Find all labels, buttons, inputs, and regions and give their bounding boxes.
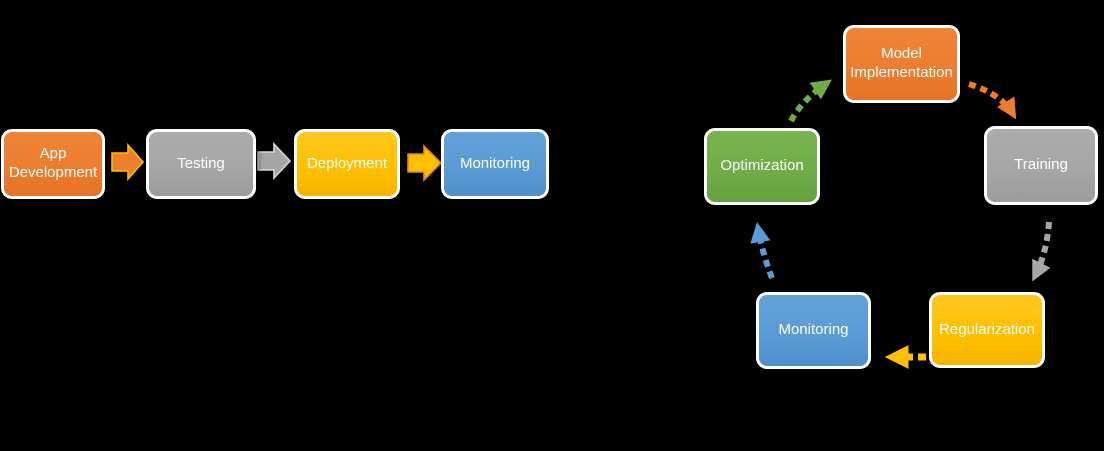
block-arrow-testing-to-deployment [257, 141, 292, 181]
connector-monitoring-to-optimization [750, 221, 775, 280]
connector-model-implementation-to-training [968, 81, 1017, 120]
node-training: Training [984, 126, 1098, 205]
node-training-label: Training [1014, 156, 1068, 174]
node-monitoring-linear-label: Monitoring [459, 154, 531, 172]
node-app-development: App Development [1, 129, 105, 199]
connector-optimization-to-model-implementation [788, 79, 833, 123]
node-monitoring-cycle: Monitoring [756, 292, 871, 369]
node-regularization: Regularization [929, 292, 1045, 368]
node-optimization-label: Optimization [720, 157, 804, 175]
block-arrow-appdev-to-testing [111, 142, 145, 182]
node-monitoring-cycle-label: Monitoring [778, 321, 849, 339]
node-model-implementation: Model Implementation [843, 25, 960, 103]
node-testing-label: Testing [177, 154, 225, 172]
node-optimization: Optimization [704, 128, 820, 205]
node-regularization-label: Regularization [939, 320, 1035, 338]
node-model-implementation-label: Model Implementation [850, 45, 953, 81]
node-deployment-label: Deployment [306, 154, 388, 172]
node-deployment: Deployment [294, 129, 400, 199]
connector-training-to-regularization [1032, 221, 1052, 282]
block-arrow-deployment-to-monitoring [407, 144, 443, 182]
node-testing: Testing [146, 129, 256, 199]
node-monitoring-linear: Monitoring [441, 129, 549, 199]
node-app-development-label: App Development [8, 145, 98, 181]
